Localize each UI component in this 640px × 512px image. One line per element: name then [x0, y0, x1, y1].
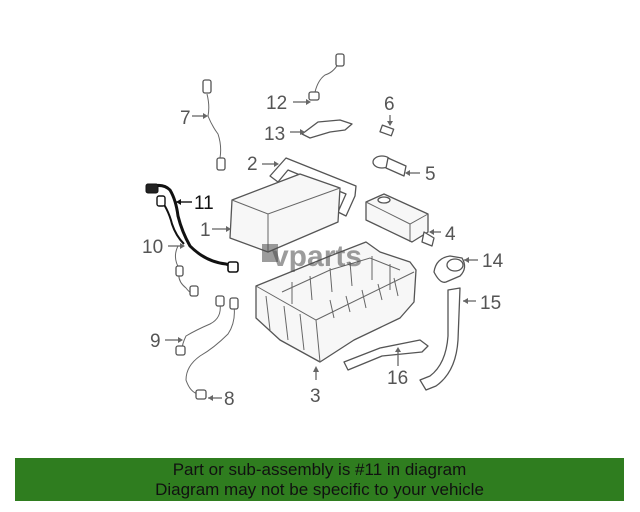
callout-14: 14: [482, 251, 504, 272]
callout-3: 3: [310, 386, 321, 407]
callout-8: 8: [224, 389, 235, 410]
callout-10: 10: [142, 237, 163, 258]
part-5-valve: [372, 155, 420, 177]
part-14-elbow: [433, 255, 478, 283]
callout-1: 1: [200, 220, 211, 241]
part-9-sensor: [165, 295, 225, 356]
part-10-harness: [168, 243, 199, 297]
part-15-hose: [419, 287, 476, 391]
callout-12: 12: [266, 93, 287, 114]
banner-line-2: Diagram may not be specific to your vehi…: [155, 479, 484, 499]
watermark: vparts: [262, 240, 362, 273]
banner-line-1: Part or sub-assembly is #11 in diagram: [172, 459, 467, 479]
callout-15: 15: [480, 293, 501, 314]
callout-13: 13: [264, 124, 285, 145]
part-12-sensor: [293, 53, 345, 105]
callout-9: 9: [150, 331, 161, 352]
callout-7: 7: [180, 108, 191, 129]
callout-4: 4: [445, 224, 456, 245]
part-4-filter: [365, 193, 441, 247]
part-13-bracket: [290, 119, 353, 139]
callout-11-highlighted: 11: [194, 193, 214, 214]
callout-6: 6: [384, 94, 395, 115]
callout-5: 5: [425, 164, 436, 185]
callout-16: 16: [387, 368, 408, 389]
part-7-sensor: [192, 79, 226, 171]
watermark-text: vparts: [272, 240, 362, 273]
info-banner: Part or sub-assembly is #11 in diagram D…: [15, 458, 624, 501]
part-3-tray: [255, 241, 417, 380]
part-11-highlighted-harness: [145, 183, 239, 273]
part-16-hose: [343, 339, 429, 371]
part-8-sensor: [185, 297, 239, 401]
part-6-bolt: [379, 115, 395, 137]
callout-2: 2: [247, 154, 258, 175]
